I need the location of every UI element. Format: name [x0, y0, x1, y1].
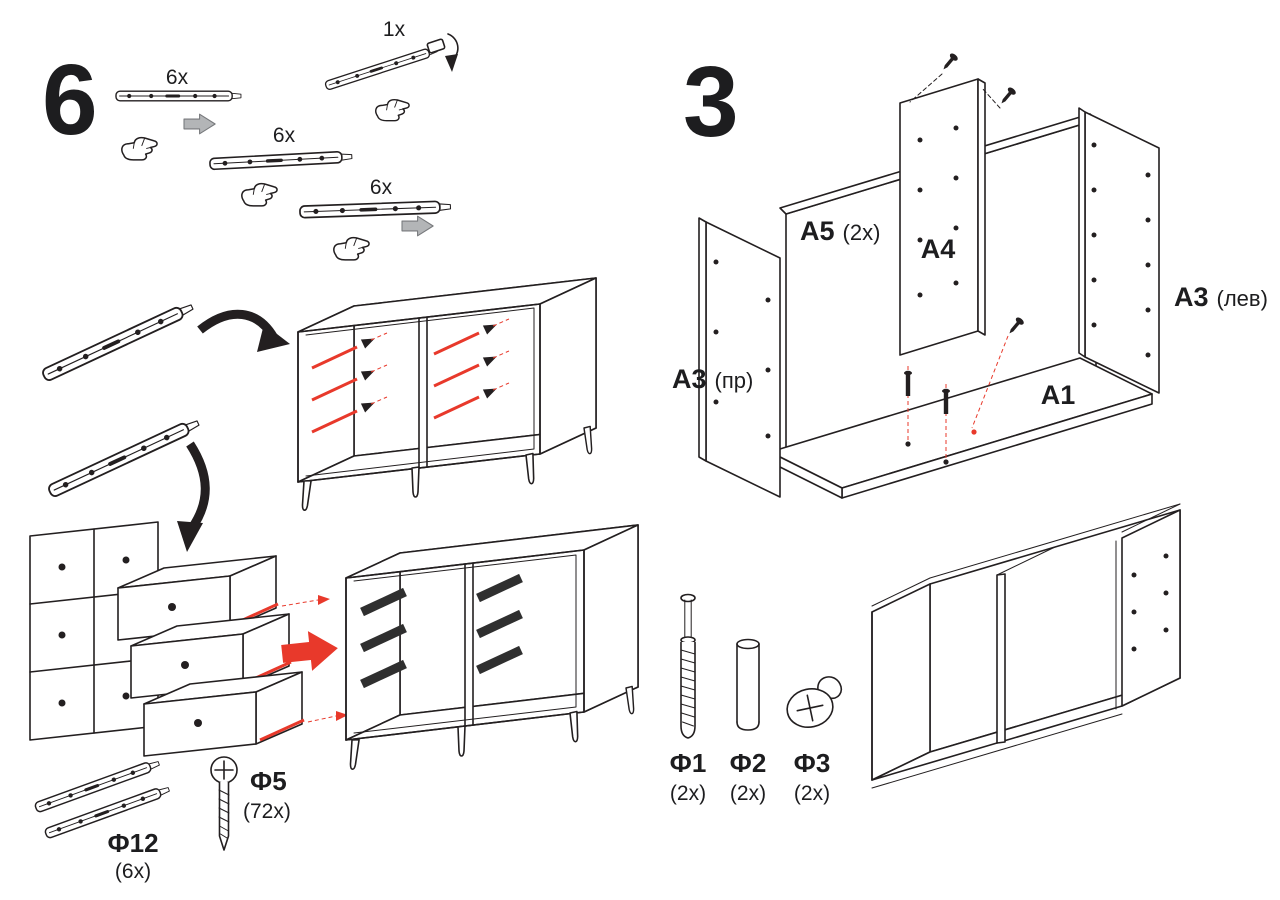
part-f5-screw-icon [210, 756, 238, 851]
hardware-f3-qty: (2x) [794, 782, 830, 805]
panel-a1-drawing [769, 357, 1153, 499]
connector-screws [904, 52, 1026, 458]
hand-icon [121, 136, 158, 161]
part-f5-label: Ф5 [250, 766, 287, 796]
label-panel-a1: A1 [1041, 380, 1076, 410]
assembled-carcass-drawing [871, 503, 1181, 789]
cabinet-carcass-with-rails [297, 277, 597, 512]
part-f12-rails [33, 757, 172, 840]
panel-a3-right-drawing [698, 217, 781, 498]
hand-icon [241, 182, 278, 207]
rail-lock-detail-icon [323, 33, 459, 91]
panel-a4-drawing [899, 78, 986, 356]
curved-arrow-down-icon [177, 441, 210, 552]
cabinet-with-drawers-installed [345, 524, 639, 771]
step-3-section: 3 [670, 46, 1268, 805]
hardware-f3-label: Ф3 [794, 748, 831, 778]
hardware-f2-label: Ф2 [730, 748, 767, 778]
label-panel-a3-right: A3(пр) [672, 364, 753, 394]
curved-arrow-right-icon [197, 309, 290, 352]
hardware-f1-qty: (2x) [670, 782, 706, 805]
red-arrow-icon [281, 631, 338, 671]
label-panel-a3-left: A3(лев) [1174, 282, 1268, 312]
hardware-f3-camlock-icon [786, 676, 843, 728]
drawer-box-with-rail [143, 671, 348, 757]
qty-label-rail-bottom: 6x [370, 176, 393, 199]
hardware-f2-qty: (2x) [730, 782, 766, 805]
rail-mounting-marks-left [311, 332, 388, 434]
hardware-f1-label: Ф1 [670, 748, 707, 778]
label-panel-a4: A4 [921, 234, 956, 264]
drawer-slide-rail-icon [115, 90, 242, 102]
gray-arrow-icon [401, 215, 434, 237]
drawer-slide-rail-icon [298, 200, 452, 219]
hand-icon [333, 236, 370, 261]
rail-mounting-marks-right [433, 318, 510, 420]
gray-arrow-icon [183, 113, 216, 135]
hardware-f1-bolt-icon [680, 593, 696, 739]
loose-slide-rail [40, 300, 196, 383]
qty-label-rail-middle: 6x [273, 124, 296, 147]
part-f12-qty: (6x) [115, 860, 151, 883]
step-3-number: 3 [683, 46, 739, 158]
label-panel-a5: A5(2x) [800, 216, 880, 246]
hand-icon [375, 98, 410, 122]
loose-slide-rail [46, 416, 202, 499]
step-6-section: 6 6x 1x 6x 6x [29, 18, 639, 883]
hardware-f2-dowel-icon [736, 638, 760, 731]
qty-label-rail-top: 6x [166, 66, 189, 89]
installed-drawer-slides [360, 573, 523, 689]
drawer-slide-rail-icon [208, 150, 353, 171]
part-f12-label: Ф12 [107, 828, 158, 858]
panel-a3-left-drawing [1078, 107, 1160, 394]
rotate-arrowhead [445, 54, 458, 72]
step-6-number: 6 [42, 44, 98, 156]
part-f5-qty: (72x) [243, 800, 291, 823]
qty-label-lock-detail: 1x [383, 18, 406, 41]
